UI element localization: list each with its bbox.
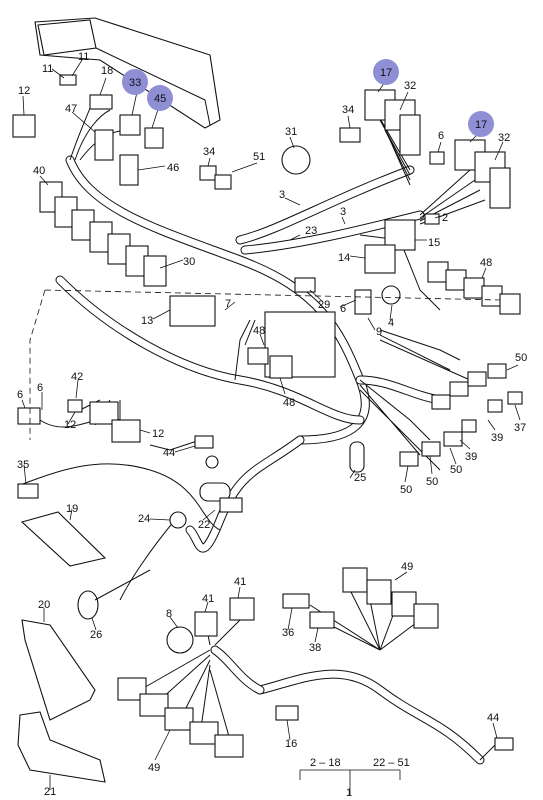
highlight-marker-17a <box>373 59 399 85</box>
part-label: 41 <box>234 576 246 588</box>
part-label-highlighted: 45 <box>154 93 166 105</box>
part-label: 44 <box>163 447 175 459</box>
part-label: 6 <box>17 389 23 401</box>
part-label: 2 <box>442 212 448 224</box>
leader-lines <box>21 59 521 790</box>
part-label: 29 <box>318 299 330 311</box>
part-label: 35 <box>17 459 29 471</box>
part-label: 19 <box>66 503 78 515</box>
part-label: 16 <box>285 738 297 750</box>
part-label: 50 <box>400 484 412 496</box>
part-label: 36 <box>282 627 294 639</box>
part-label: 49 <box>148 762 160 774</box>
part-label: 22 <box>198 519 210 531</box>
part-label: 48 <box>283 397 295 409</box>
part-label: 44 <box>487 712 499 724</box>
part-label: 30 <box>183 256 195 268</box>
part-label: 32 <box>498 132 510 144</box>
part-label: 46 <box>167 162 179 174</box>
part-label: 12 <box>64 419 76 431</box>
part-label: 39 <box>491 432 503 444</box>
part-label: 50 <box>426 476 438 488</box>
part-label: 42 <box>71 371 83 383</box>
highlight-marker-17b <box>468 111 494 137</box>
part-label: 3 <box>279 189 285 201</box>
part-label: 13 <box>141 315 153 327</box>
part-labels: 11 11 18 12 47 33 45 46 17 32 17 32 34 3… <box>17 51 527 799</box>
part-label: 38 <box>309 642 321 654</box>
part-label: 50 <box>515 352 527 364</box>
part-label: 14 <box>338 252 350 264</box>
part-label: 6 <box>438 130 444 142</box>
connectors <box>12 74 523 783</box>
part-label: 37 <box>514 422 526 434</box>
part-label: 6 <box>340 303 346 315</box>
part-label: 1 <box>346 787 352 799</box>
part-label: 12 <box>18 85 30 97</box>
part-label: 11 <box>78 51 89 63</box>
part-label: 51 <box>253 151 265 163</box>
part-label: 8 <box>166 608 172 620</box>
part-label: 15 <box>428 237 440 249</box>
scope-bracket <box>299 769 401 795</box>
part-label: 25 <box>354 472 366 484</box>
part-label: 49 <box>401 561 413 573</box>
part-label: 34 <box>203 146 215 158</box>
scope-label-right: 22 – 51 <box>373 757 410 769</box>
part-label-highlighted: 17 <box>475 119 487 131</box>
highlight-marker-33 <box>122 69 148 95</box>
part-label: 21 <box>44 786 56 798</box>
part-label: 48 <box>253 325 265 337</box>
part-label: 50 <box>450 464 462 476</box>
part-label: 32 <box>404 80 416 92</box>
part-label: 3 <box>340 206 346 218</box>
part-label: 12 <box>152 428 164 440</box>
part-label: 48 <box>480 257 492 269</box>
part-label: 24 <box>138 513 150 525</box>
part-label: 9 <box>376 326 382 338</box>
part-label: 41 <box>202 593 214 605</box>
scope-label-left: 2 – 18 <box>310 757 341 769</box>
part-label: 11 <box>42 63 53 75</box>
part-label: 18 <box>101 65 113 77</box>
part-label: 23 <box>305 225 317 237</box>
part-label: 7 <box>225 298 231 310</box>
assembly-boundary <box>29 289 501 440</box>
part-label: 34 <box>342 104 354 116</box>
part-label-highlighted: 33 <box>129 77 141 89</box>
part-label: 6 <box>37 382 43 394</box>
part-label: 4 <box>388 317 394 329</box>
highlight-markers <box>122 59 494 137</box>
part-label: 40 <box>33 165 45 177</box>
part-label: 31 <box>285 126 297 138</box>
highlight-marker-45 <box>147 85 173 111</box>
part-label-highlighted: 17 <box>380 67 392 79</box>
part-label: 26 <box>90 629 102 641</box>
part-label: 39 <box>465 451 477 463</box>
part-label: 47 <box>65 103 77 115</box>
part-label: 20 <box>38 599 50 611</box>
